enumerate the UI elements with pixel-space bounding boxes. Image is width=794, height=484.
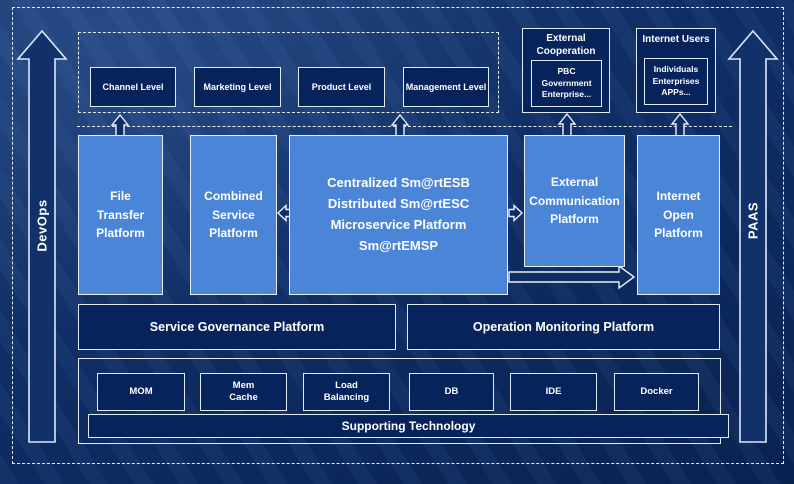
operation-monitoring-platform-label: Operation Monitoring Platform — [472, 320, 655, 334]
service-governance-platform-label: Service Governance Platform — [149, 320, 325, 334]
combined-service-platform-label: Combined Service Platform — [204, 189, 263, 241]
external-communication-platform-label: External Communication Platform — [529, 175, 620, 227]
tech-label-ide: IDE — [545, 385, 562, 397]
internet-open-platform-label: Internet Open Platform — [654, 189, 703, 241]
management-level-label: Management Level — [405, 82, 487, 92]
combined-service-platform-box: Combined Service Platform — [190, 135, 277, 295]
paas-rail-label: PAAS — [745, 201, 761, 240]
esb-platform-label: Centralized Sm@rtESB Distributed Sm@rtES… — [327, 175, 470, 253]
internet-open-platform-box: Internet Open Platform — [637, 135, 720, 295]
tech-box-load-balancing: Load Balancing — [303, 373, 390, 411]
tech-label-mem-cache: Mem Cache — [229, 379, 258, 403]
esb-platform-box: Centralized Sm@rtESB Distributed Sm@rtES… — [289, 135, 508, 295]
tech-label-docker: Docker — [640, 385, 673, 397]
supporting-technology-label: Supporting Technology — [341, 419, 476, 433]
internet-users-members-box: Individuals Enterprises APPs... — [644, 58, 708, 105]
external-cooperation-members-box: PBC Government Enterprise... — [531, 60, 602, 107]
external-cooperation-title: External Cooperation — [536, 33, 596, 57]
channel-level-box: Channel Level — [90, 67, 176, 107]
channel-level-label: Channel Level — [102, 82, 164, 92]
tech-label-db: DB — [444, 385, 459, 397]
supporting-technology-bar: Supporting Technology — [88, 414, 729, 438]
tech-label-load-balancing: Load Balancing — [323, 379, 370, 403]
devops-rail-label: DevOps — [34, 199, 50, 252]
outer-dashed-frame — [12, 7, 784, 464]
tech-label-mom: MOM — [129, 385, 153, 397]
internet-users-title: Internet Users — [642, 34, 710, 45]
external-cooperation-members: PBC Government Enterprise... — [541, 66, 592, 100]
dashed-separator-line — [77, 126, 732, 127]
marketing-level-box: Marketing Level — [194, 67, 281, 107]
management-level-box: Management Level — [403, 67, 489, 107]
internet-users-members: Individuals Enterprises APPs... — [652, 64, 700, 98]
operation-monitoring-platform-box: Operation Monitoring Platform — [407, 304, 720, 350]
product-level-label: Product Level — [311, 82, 372, 92]
tech-box-mom: MOM — [97, 373, 185, 411]
file-transfer-platform-box: File Transfer Platform — [78, 135, 163, 295]
tech-box-db: DB — [409, 373, 494, 411]
external-communication-platform-box: External Communication Platform — [524, 135, 625, 267]
product-level-box: Product Level — [298, 67, 385, 107]
supporting-technology-container — [78, 358, 721, 444]
tech-box-ide: IDE — [510, 373, 597, 411]
marketing-level-label: Marketing Level — [203, 82, 272, 92]
tech-box-docker: Docker — [614, 373, 699, 411]
levels-dashed-container — [78, 32, 499, 113]
service-governance-platform-box: Service Governance Platform — [78, 304, 396, 350]
tech-box-mem-cache: Mem Cache — [200, 373, 287, 411]
file-transfer-platform-label: File Transfer Platform — [96, 189, 145, 241]
